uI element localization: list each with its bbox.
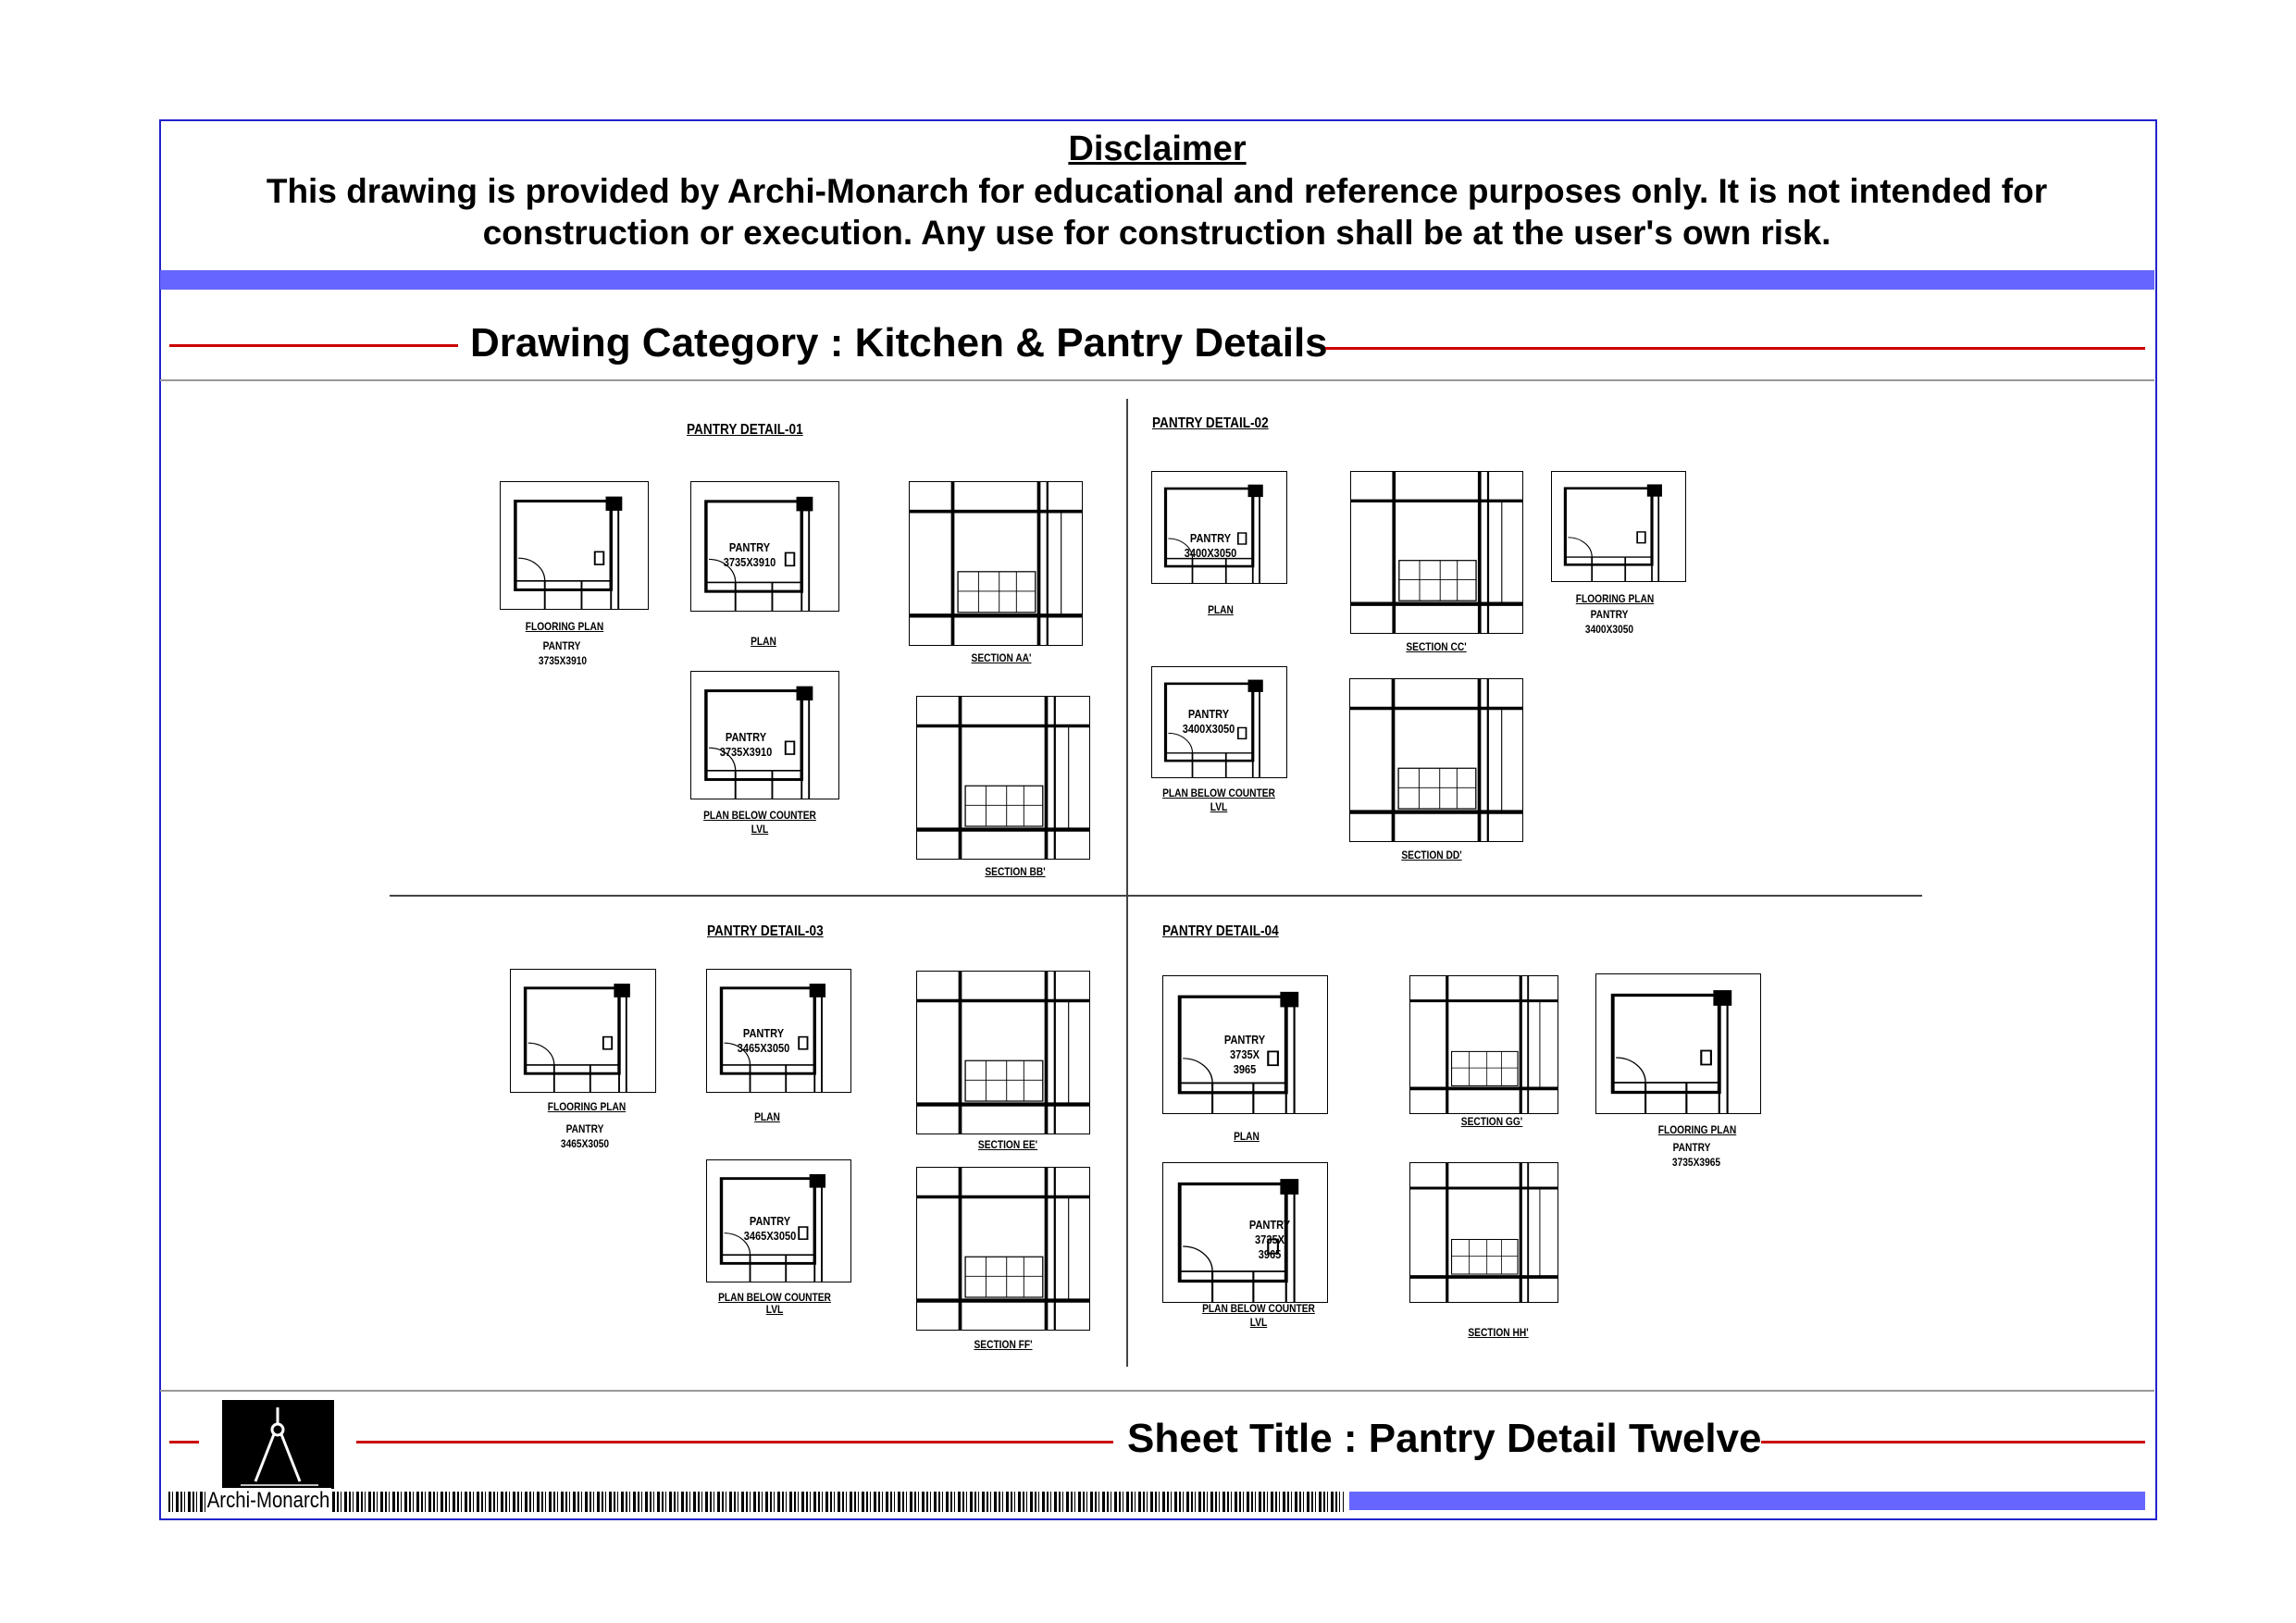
section-drawing bbox=[1350, 471, 1523, 634]
room-label: PANTRY 3400X3050 bbox=[1184, 531, 1237, 560]
flooring-plan-drawing bbox=[1595, 973, 1761, 1114]
header-band bbox=[160, 270, 2154, 290]
plan-below-counter-drawing bbox=[706, 1159, 851, 1282]
flooring-plan-label: FLOORING PLAN bbox=[525, 620, 604, 633]
footer-rule-mid bbox=[356, 1441, 1113, 1443]
room-label: PANTRY 3465X3050 bbox=[737, 1026, 790, 1055]
plan-below-counter-drawing bbox=[1162, 1162, 1328, 1303]
plan-below-counter-label-2: LVL bbox=[751, 823, 769, 836]
section-label: SECTION AA' bbox=[971, 651, 1032, 664]
section-drawing bbox=[909, 481, 1083, 646]
plan-below-counter-label-2: LVL bbox=[765, 1303, 784, 1316]
header-divider bbox=[160, 379, 2154, 381]
disclaimer-title-text: Disclaimer bbox=[1068, 130, 1247, 168]
vertical-divider bbox=[1126, 399, 1128, 1367]
detail-title: PANTRY DETAIL-02 bbox=[1152, 415, 1269, 431]
flooring-size: 3735X3910 bbox=[538, 654, 588, 667]
flooring-plan-label: FLOORING PLAN bbox=[1657, 1123, 1737, 1136]
flooring-size: 3735X3965 bbox=[1671, 1156, 1721, 1169]
section-label: SECTION EE' bbox=[977, 1138, 1038, 1151]
flooring-room: PANTRY bbox=[1672, 1141, 1711, 1154]
section-label: SECTION GG' bbox=[1460, 1115, 1523, 1128]
footer-rule-left bbox=[169, 1441, 199, 1443]
room-label: PANTRY 3735X3910 bbox=[723, 540, 776, 569]
room-label: PANTRY 3735X 3965 bbox=[1223, 1033, 1266, 1076]
section-label: SECTION FF' bbox=[974, 1338, 1033, 1351]
category-rule-left bbox=[169, 344, 458, 347]
flooring-room: PANTRY bbox=[1590, 608, 1629, 621]
sheet-title: Sheet Title : Pantry Detail Twelve bbox=[1127, 1416, 1762, 1461]
barcode-strip bbox=[168, 1492, 1344, 1512]
section-drawing bbox=[916, 971, 1090, 1134]
plan-label: PLAN bbox=[754, 1110, 780, 1123]
footer-band bbox=[1349, 1492, 2145, 1510]
plan-drawing bbox=[1162, 975, 1328, 1114]
flooring-plan-drawing bbox=[1551, 471, 1686, 582]
plan-below-counter-label-2: LVL bbox=[1249, 1316, 1268, 1329]
section-label: SECTION BB' bbox=[985, 865, 1046, 878]
room-label: PANTRY 3465X3050 bbox=[743, 1214, 797, 1243]
plan-below-counter-label: PLAN BELOW COUNTER bbox=[718, 1291, 831, 1304]
brand-name: Archi-Monarch bbox=[205, 1488, 332, 1514]
plan-below-counter-label: PLAN BELOW COUNTER bbox=[703, 809, 816, 822]
flooring-plan-drawing bbox=[510, 969, 656, 1093]
category-rule-right bbox=[1325, 347, 2145, 350]
section-label: SECTION DD' bbox=[1401, 849, 1462, 861]
room-label: PANTRY 3400X3050 bbox=[1182, 707, 1235, 736]
footer-divider bbox=[160, 1390, 2154, 1392]
section-drawing bbox=[1409, 975, 1558, 1114]
flooring-plan-label: FLOORING PLAN bbox=[547, 1100, 627, 1113]
flooring-size: 3465X3050 bbox=[560, 1137, 610, 1150]
section-drawing bbox=[916, 696, 1090, 860]
section-label: SECTION HH' bbox=[1468, 1326, 1529, 1339]
plan-below-counter-drawing bbox=[1151, 666, 1287, 778]
section-drawing bbox=[1409, 1162, 1558, 1303]
section-label: SECTION CC' bbox=[1406, 640, 1467, 653]
detail-title: PANTRY DETAIL-01 bbox=[687, 422, 803, 438]
plan-drawing bbox=[706, 969, 851, 1093]
room-label: PANTRY 3735X3910 bbox=[719, 730, 773, 759]
drawing-category-title: Drawing Category : Kitchen & Pantry Deta… bbox=[470, 320, 1328, 365]
flooring-room: PANTRY bbox=[565, 1122, 604, 1135]
plan-drawing bbox=[1151, 471, 1287, 584]
plan-below-counter-label: PLAN BELOW COUNTER bbox=[1162, 787, 1275, 799]
flooring-room: PANTRY bbox=[542, 639, 581, 652]
section-drawing bbox=[1349, 678, 1523, 842]
flooring-plan-label: FLOORING PLAN bbox=[1575, 592, 1655, 605]
flooring-size: 3400X3050 bbox=[1584, 623, 1634, 636]
plan-below-counter-label: PLAN BELOW COUNTER bbox=[1202, 1302, 1315, 1315]
plan-drawing bbox=[690, 481, 839, 612]
detail-title: PANTRY DETAIL-03 bbox=[707, 923, 824, 939]
disclaimer-title: Disclaimer bbox=[159, 130, 2155, 169]
horizontal-divider bbox=[390, 895, 1922, 897]
sheet-frame bbox=[159, 119, 2157, 1520]
plan-label: PLAN bbox=[1208, 603, 1234, 616]
section-drawing bbox=[916, 1167, 1090, 1331]
disclaimer-text: This drawing is provided by Archi-Monarc… bbox=[266, 172, 2048, 252]
plan-label: PLAN bbox=[751, 635, 776, 648]
detail-title: PANTRY DETAIL-04 bbox=[1162, 923, 1279, 939]
plan-below-counter-drawing bbox=[690, 671, 839, 799]
plan-label: PLAN bbox=[1234, 1130, 1260, 1143]
footer-rule-right bbox=[1761, 1441, 2145, 1443]
room-label: PANTRY 3735X 3965 bbox=[1248, 1218, 1291, 1261]
flooring-plan-drawing bbox=[500, 481, 649, 610]
plan-below-counter-label-2: LVL bbox=[1210, 800, 1228, 813]
compass-logo-icon bbox=[222, 1400, 334, 1489]
